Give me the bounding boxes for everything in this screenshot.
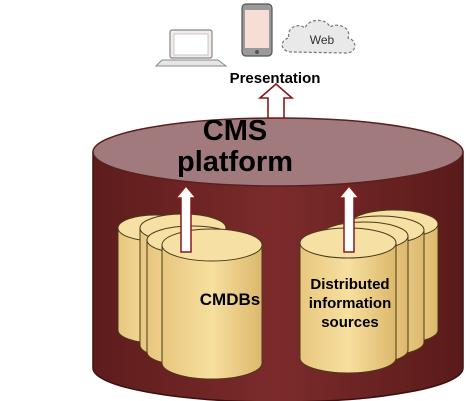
distributed-line3: sources <box>321 314 379 331</box>
cloud-web-label: Web <box>309 33 335 47</box>
cmdb-stack <box>117 213 263 380</box>
distributed-sources-label: Distributed information sources <box>300 275 400 332</box>
platform-title-line2: platform <box>177 146 293 178</box>
presentation-label: Presentation <box>229 70 321 87</box>
platform-title: CMS platform <box>150 116 320 178</box>
cloud-icon <box>281 19 356 54</box>
arrow-to-presentation <box>257 82 295 119</box>
platform-title-line1: CMS <box>202 115 268 147</box>
distributed-line1: Distributed <box>310 276 390 293</box>
laptop-icon <box>154 29 228 67</box>
distributed-line2: information <box>308 295 392 312</box>
arrow-sources-to-platform <box>337 184 361 253</box>
arrow-cmdbs-to-platform <box>174 184 198 253</box>
cmdbs-label: CMDBs <box>199 290 261 309</box>
smartphone-icon <box>241 3 273 57</box>
distributed-sources-stack <box>299 209 439 374</box>
